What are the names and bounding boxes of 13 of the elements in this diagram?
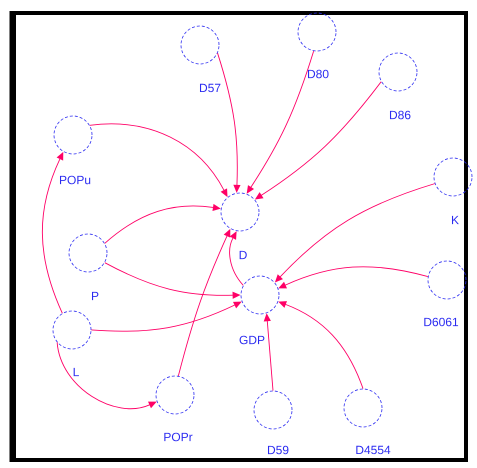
node-label: POPu bbox=[60, 176, 90, 184]
node-label: POPr bbox=[164, 432, 192, 442]
node-label: K bbox=[452, 216, 459, 224]
node-label: D bbox=[240, 250, 247, 260]
node-label: L bbox=[74, 368, 79, 376]
node-label: D4554 bbox=[356, 446, 390, 454]
node-label: GDP bbox=[240, 336, 264, 344]
node-label: P bbox=[92, 292, 98, 300]
node-label: D86 bbox=[390, 110, 410, 120]
node-label: D6061 bbox=[424, 318, 458, 326]
node-label: D57 bbox=[200, 84, 220, 92]
node-label: D80 bbox=[308, 70, 329, 78]
node-label: D59 bbox=[268, 446, 288, 454]
